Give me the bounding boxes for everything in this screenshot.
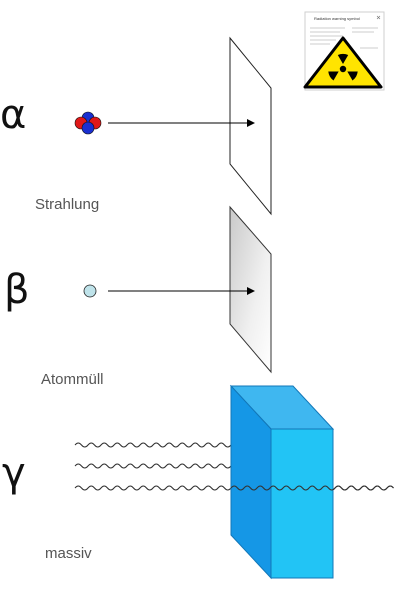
beta-barrier-plate [229, 205, 272, 374]
alpha-symbol: α [0, 92, 27, 138]
gamma-wave-1 [74, 442, 245, 448]
caption-strahlung: Strahlung [35, 196, 100, 213]
caption-massiv: massiv [45, 545, 92, 562]
beta-symbol: β [4, 267, 30, 313]
radiation-trefoil-icon [303, 36, 383, 89]
radiation-warning-popup: Radiation warning symbol [303, 11, 385, 91]
caption-atommuell: Atommüll [41, 371, 104, 388]
alpha-particle-icon [74, 111, 102, 135]
lead-block-side [270, 428, 334, 579]
gamma-wave-3-through [230, 485, 394, 491]
beta-particle-icon [83, 284, 97, 298]
alpha-barrier-plate [229, 36, 272, 216]
popup-title: Radiation warning symbol [314, 16, 360, 21]
popup-close-icon [376, 15, 381, 20]
gamma-lead-block [229, 384, 335, 580]
gamma-symbol: γ [2, 450, 26, 496]
popup-text-lines [310, 27, 378, 49]
